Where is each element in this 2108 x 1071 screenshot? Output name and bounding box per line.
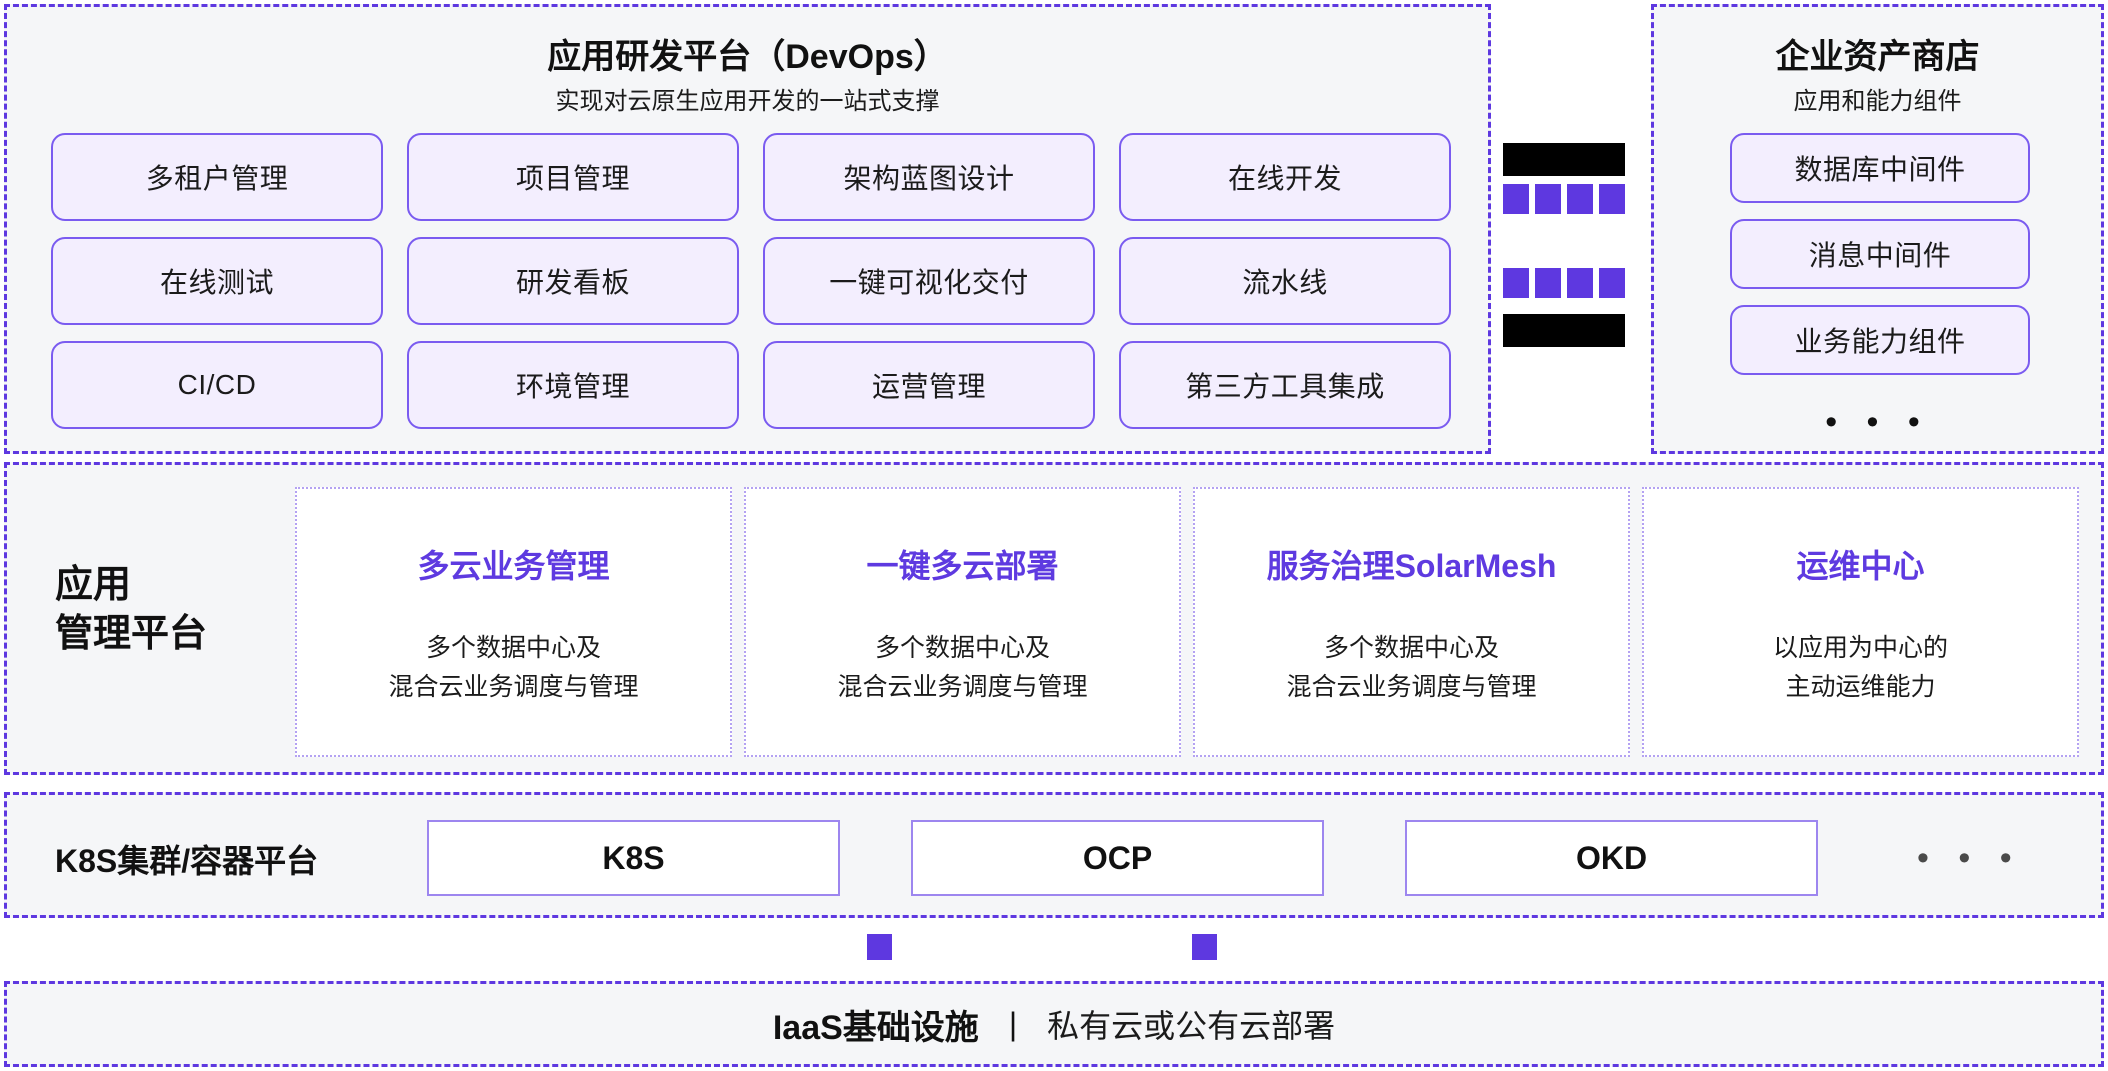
devops-feature-card[interactable]: 在线开发 xyxy=(1119,133,1451,221)
connector-square xyxy=(1535,268,1561,298)
devops-feature-card[interactable]: 架构蓝图设计 xyxy=(763,133,1095,221)
asset-store-title: 企业资产商店 xyxy=(1775,38,1980,76)
management-card-title: 运维中心 xyxy=(1796,548,1925,584)
connector-square-row-bottom xyxy=(1503,268,1625,298)
redacted-label-bottom xyxy=(1503,314,1625,347)
management-card-title: 多云业务管理 xyxy=(417,548,610,584)
k8s-panel-label: K8S集群/容器平台 xyxy=(55,843,319,879)
devops-feature-card[interactable]: 一键可视化交付 xyxy=(763,237,1095,325)
devops-panel-subtitle: 实现对云原生应用开发的一站式支撑 xyxy=(555,88,940,115)
iaas-title: IaaS基础设施 xyxy=(772,1008,979,1047)
management-label-line1: 应用 xyxy=(55,564,132,606)
iaas-content: IaaS基础设施 | 私有云或公有云部署 xyxy=(7,984,2101,1064)
connector-square xyxy=(1567,268,1593,298)
management-card-description: 多个数据中心及 混合云业务调度与管理 xyxy=(388,634,639,701)
k8s-platform-box[interactable]: K8S xyxy=(427,820,840,896)
management-card-description: 以应用为中心的 主动运维能力 xyxy=(1772,634,1948,701)
redacted-label-top xyxy=(1503,143,1625,176)
connector-square xyxy=(1567,184,1593,214)
connector-square xyxy=(1599,184,1625,214)
devops-panel: 应用研发平台（DevOps） 实现对云原生应用开发的一站式支撑 多租户管理 项目… xyxy=(4,4,1491,454)
asset-store-item[interactable]: 消息中间件 xyxy=(1730,219,2030,289)
devops-feature-card[interactable]: 项目管理 xyxy=(407,133,739,221)
asset-store-item[interactable]: 数据库中间件 xyxy=(1730,133,2030,203)
devops-feature-card[interactable]: 环境管理 xyxy=(407,341,739,429)
devops-feature-card[interactable]: CI/CD xyxy=(51,341,383,429)
layer-connector-square xyxy=(867,934,892,960)
management-card[interactable]: 服务治理SolarMesh 多个数据中心及 混合云业务调度与管理 xyxy=(1193,487,1630,757)
management-card-title: 服务治理SolarMesh xyxy=(1266,548,1557,584)
devops-panel-title: 应用研发平台（DevOps） xyxy=(547,38,948,76)
devops-feature-grid: 多租户管理 项目管理 架构蓝图设计 在线开发 在线测试 研发看板 一键可视化交付… xyxy=(51,133,1451,429)
devops-feature-card[interactable]: 流水线 xyxy=(1119,237,1451,325)
asset-store-subtitle: 应用和能力组件 xyxy=(1793,88,1962,115)
devops-feature-card[interactable]: 多租户管理 xyxy=(51,133,383,221)
management-card-grid: 多云业务管理 多个数据中心及 混合云业务调度与管理 一键多云部署 多个数据中心及… xyxy=(295,487,2079,757)
connector-square xyxy=(1599,268,1625,298)
connector-square xyxy=(1503,268,1529,298)
k8s-more-ellipsis: • • • xyxy=(1917,839,2022,877)
management-card[interactable]: 一键多云部署 多个数据中心及 混合云业务调度与管理 xyxy=(744,487,1181,757)
k8s-platform-box[interactable]: OKD xyxy=(1405,820,1818,896)
layer-connector-square xyxy=(1192,934,1217,960)
management-card-description: 多个数据中心及 混合云业务调度与管理 xyxy=(1286,634,1537,701)
k8s-cluster-panel: K8S集群/容器平台 K8S OCP OKD • • • xyxy=(4,792,2104,918)
devops-feature-card[interactable]: 在线测试 xyxy=(51,237,383,325)
application-management-panel: 应用 管理平台 多云业务管理 多个数据中心及 混合云业务调度与管理 一键多云部署… xyxy=(4,462,2104,775)
application-management-label: 应用 管理平台 xyxy=(55,561,265,658)
management-card[interactable]: 多云业务管理 多个数据中心及 混合云业务调度与管理 xyxy=(295,487,732,757)
connector-square xyxy=(1535,184,1561,214)
middle-connector-column xyxy=(1503,4,1643,454)
management-card-description: 多个数据中心及 混合云业务调度与管理 xyxy=(837,634,1088,701)
management-card-title: 一键多云部署 xyxy=(866,548,1059,584)
devops-feature-card[interactable]: 第三方工具集成 xyxy=(1119,341,1451,429)
iaas-infrastructure-panel: IaaS基础设施 | 私有云或公有云部署 xyxy=(4,981,2104,1067)
connector-square xyxy=(1503,184,1529,214)
asset-store-list: 数据库中间件 消息中间件 业务能力组件 xyxy=(1730,133,2030,375)
asset-store-panel: 企业资产商店 应用和能力组件 数据库中间件 消息中间件 业务能力组件 • • • xyxy=(1651,4,2104,454)
iaas-description: 私有云或公有云部署 xyxy=(1047,1008,1336,1044)
management-card[interactable]: 运维中心 以应用为中心的 主动运维能力 xyxy=(1642,487,2079,757)
k8s-platform-box[interactable]: OCP xyxy=(911,820,1324,896)
devops-feature-card[interactable]: 研发看板 xyxy=(407,237,739,325)
asset-store-item[interactable]: 业务能力组件 xyxy=(1730,305,2030,375)
management-label-line2: 管理平台 xyxy=(55,612,208,655)
asset-store-more-ellipsis: • • • xyxy=(1825,403,1930,441)
devops-feature-card[interactable]: 运营管理 xyxy=(763,341,1095,429)
iaas-separator: | xyxy=(1008,1005,1018,1042)
connector-square-row-top xyxy=(1503,184,1625,214)
